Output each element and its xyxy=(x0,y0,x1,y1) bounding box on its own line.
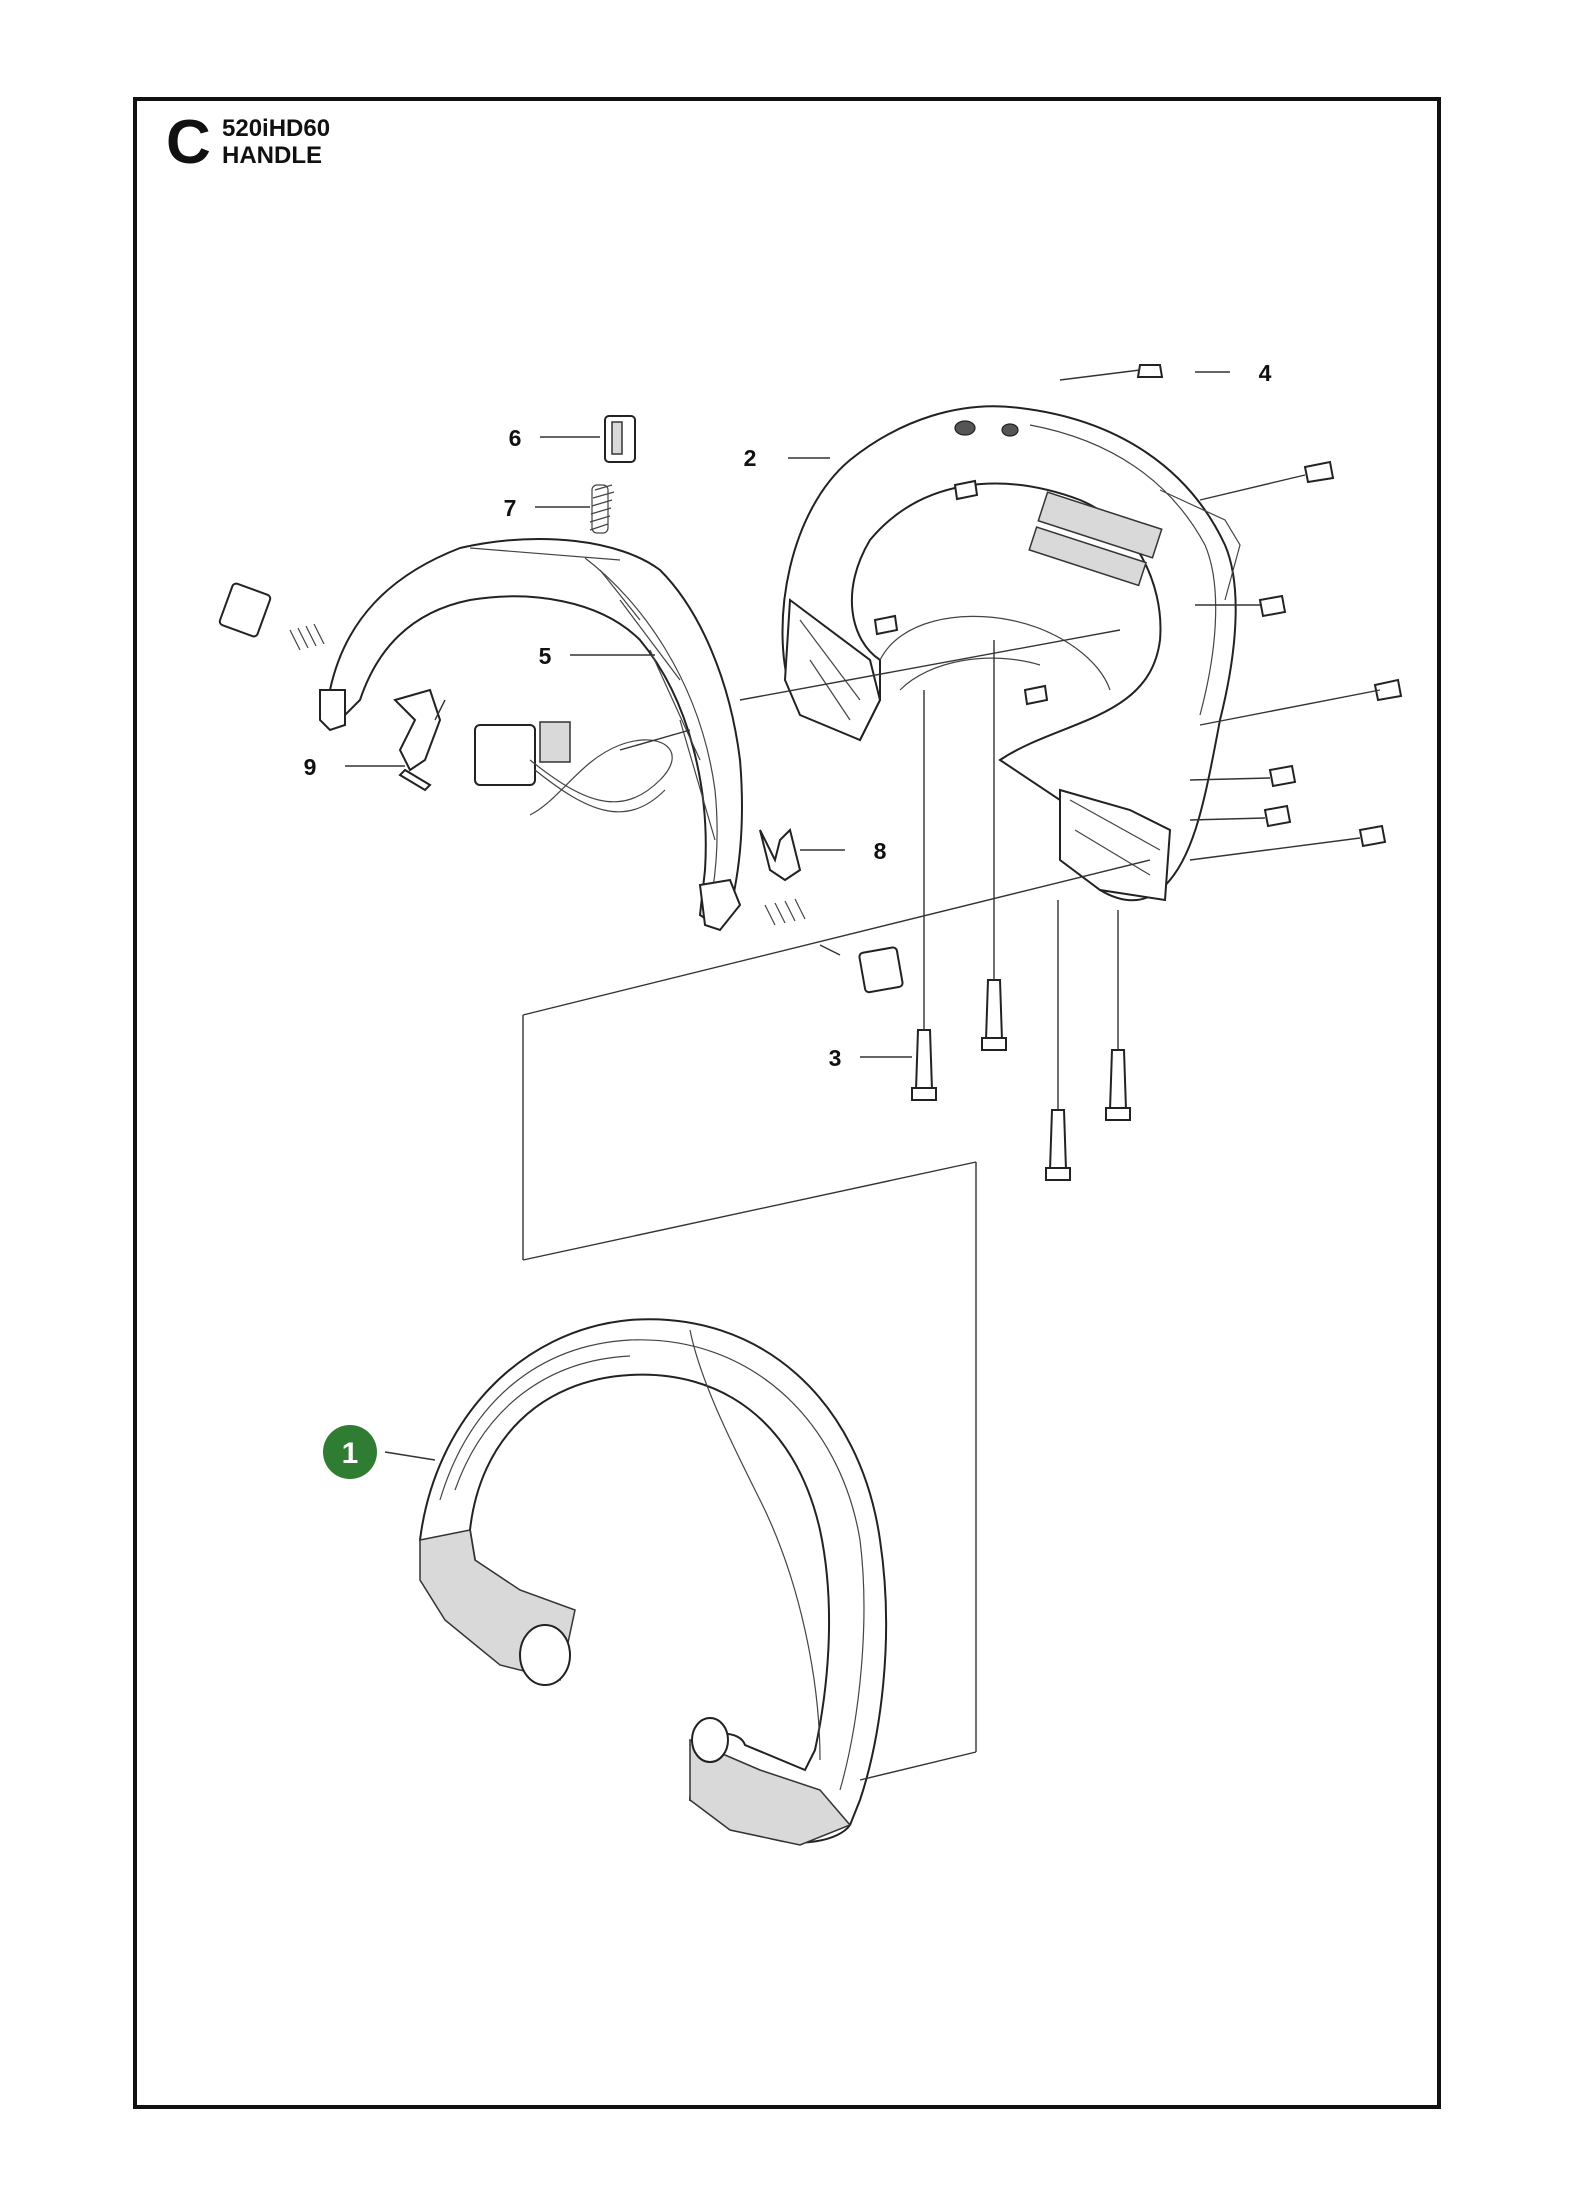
callout-4: 4 xyxy=(1259,360,1272,386)
callout-2: 2 xyxy=(744,445,757,471)
screw-set-part-4 xyxy=(873,364,1403,848)
leader-lines xyxy=(345,371,1230,1461)
callout-6: 6 xyxy=(509,425,522,451)
screw-set-part-3 xyxy=(911,979,1131,1181)
callout-1: 1 xyxy=(342,1437,359,1470)
stop-button-part-6 xyxy=(604,415,636,463)
left-damper-spring xyxy=(218,582,325,651)
grip-handle-part-1 xyxy=(418,1318,888,1846)
drawing-frame xyxy=(133,97,1441,2109)
cable-harness xyxy=(474,721,673,816)
callout-3: 3 xyxy=(829,1045,842,1071)
callout-1-badge xyxy=(323,1425,377,1479)
handle-housing-part-2 xyxy=(781,405,1241,902)
right-damper-spring xyxy=(764,898,904,994)
callout-7: 7 xyxy=(504,495,517,521)
lever-part-9 xyxy=(393,688,442,792)
assembly-lines xyxy=(434,369,1381,1781)
assembly-title: HANDLE xyxy=(222,142,322,169)
handle-arc-part-5 xyxy=(319,538,743,932)
callout-8: 8 xyxy=(874,838,887,864)
spring-part-7 xyxy=(589,484,615,534)
callout-9: 9 xyxy=(304,754,317,780)
callout-labels: 1 2 3 4 5 6 7 8 9 xyxy=(304,360,1272,1479)
callout-5: 5 xyxy=(539,643,552,669)
section-letter: C xyxy=(166,108,211,177)
clip-part-8 xyxy=(759,828,802,882)
model-number: 520iHD60 xyxy=(222,115,331,142)
